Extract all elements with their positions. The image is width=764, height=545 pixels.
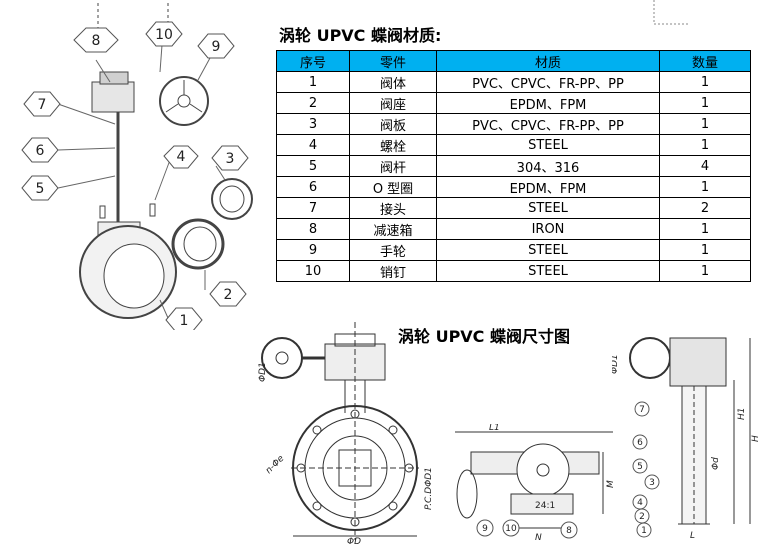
cell: 10	[276, 260, 350, 282]
table-header-row: 序号 零件 材质 数量	[276, 50, 751, 72]
cell: 1	[659, 239, 751, 261]
cell: 1	[659, 260, 751, 282]
side-callout-7: 7	[639, 405, 645, 415]
cell: 1	[659, 134, 751, 156]
callout-5: 5	[36, 181, 45, 197]
cell: 3	[276, 113, 350, 135]
cell: 1	[659, 71, 751, 93]
cell: 8	[276, 218, 350, 240]
gearbox-view-drawing: L1 24:1 N M 9 10 8	[455, 424, 616, 543]
bottom-callout-9: 9	[482, 524, 488, 534]
cell: 1	[659, 92, 751, 114]
exploded-view-diagram: 8 10 9 7 6 5 4 3 2 1	[21, 3, 253, 330]
callout-6: 6	[36, 143, 45, 159]
cell: 2	[276, 92, 350, 114]
cell: EPDM、FPM	[436, 92, 660, 114]
side-section-drawing: ΦD1 H1 H Φd L 7 6 5 4 3 2 1	[612, 337, 761, 541]
cell: 4	[659, 155, 751, 177]
label-h1: H1	[737, 408, 747, 421]
side-callout-1: 1	[641, 526, 647, 536]
cell: 减速箱	[349, 218, 437, 240]
corner-mark	[653, 0, 690, 25]
cell: 9	[276, 239, 350, 261]
label-l1: L1	[489, 424, 500, 433]
cell: STEEL	[436, 239, 660, 261]
label-phi-d: Φd	[711, 457, 721, 470]
callout-7: 7	[38, 97, 47, 113]
label-m: M	[606, 480, 616, 488]
cell: 阀座	[349, 92, 437, 114]
cell: 阀杆	[349, 155, 437, 177]
callout-4: 4	[177, 149, 186, 165]
header-material: 材质	[436, 50, 660, 72]
label-h: H	[751, 435, 761, 442]
front-view-drawing: ΦD1 n-Φe P.C.DΦD1 ΦD	[258, 322, 434, 545]
header-qty: 数量	[659, 50, 751, 72]
cell: PVC、CPVC、FR-PP、PP	[436, 113, 660, 135]
cell: 5	[276, 155, 350, 177]
cell: 螺栓	[349, 134, 437, 156]
callout-10: 10	[155, 27, 173, 43]
header-part: 零件	[349, 50, 437, 72]
cell: 阀体	[349, 71, 437, 93]
materials-heading: 涡轮 UPVC 蝶阀材质:	[279, 26, 442, 45]
label-n-phi-e: n-Φe	[264, 453, 287, 476]
header-no: 序号	[276, 50, 350, 72]
callout-9: 9	[212, 39, 221, 55]
cell: EPDM、FPM	[436, 176, 660, 198]
label-d1: ΦD1	[258, 362, 268, 382]
cell: 接头	[349, 197, 437, 219]
cell: 1	[659, 218, 751, 240]
callout-1: 1	[180, 313, 189, 329]
cell: 阀板	[349, 113, 437, 135]
cell: 1	[276, 71, 350, 93]
cell: O 型圈	[349, 176, 437, 198]
side-callout-5: 5	[637, 462, 643, 472]
cell: 销钉	[349, 260, 437, 282]
side-callout-3: 3	[649, 478, 655, 488]
bottom-callout-8: 8	[566, 526, 572, 536]
side-callout-6: 6	[637, 438, 643, 448]
cell: 304、316	[436, 155, 660, 177]
cell: STEEL	[436, 197, 660, 219]
dimensions-heading: 涡轮 UPVC 蝶阀尺寸图	[398, 327, 570, 346]
cell: STEEL	[436, 134, 660, 156]
cell: 1	[659, 113, 751, 135]
side-callout-4: 4	[637, 498, 643, 508]
side-callout-2: 2	[639, 512, 645, 522]
cell: 1	[659, 176, 751, 198]
bottom-callout-10: 10	[505, 524, 517, 534]
cell: 7	[276, 197, 350, 219]
label-d: ΦD	[347, 537, 361, 545]
label-n: N	[535, 533, 542, 543]
label-pcd: P.C.DΦD1	[424, 467, 434, 510]
cell: STEEL	[436, 260, 660, 282]
cell: 6	[276, 176, 350, 198]
cell: 4	[276, 134, 350, 156]
cell: IRON	[436, 218, 660, 240]
callout-3: 3	[226, 151, 235, 167]
cell: PVC、CPVC、FR-PP、PP	[436, 71, 660, 93]
label-l: L	[690, 531, 695, 541]
callout-8: 8	[92, 33, 101, 49]
callout-2: 2	[224, 287, 233, 303]
cell: 2	[659, 197, 751, 219]
label-phi-1: ΦD1	[612, 354, 620, 374]
label-ratio: 24:1	[535, 501, 555, 511]
cell: 手轮	[349, 239, 437, 261]
